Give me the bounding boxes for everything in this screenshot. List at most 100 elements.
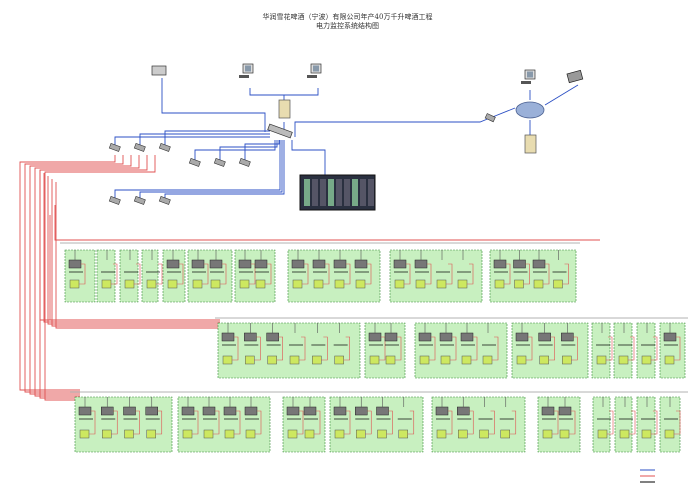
- switch-converter-link: [219, 140, 278, 165]
- router-icon: [515, 101, 545, 119]
- switchgear-panel-group: [329, 396, 424, 453]
- protection-relay-icon: [267, 355, 277, 365]
- protection-relay-icon: [355, 279, 366, 289]
- rs485-link: [446, 410, 453, 435]
- rs485-link: [674, 410, 681, 435]
- protection-relay-icon: [356, 429, 366, 439]
- rs485-link: [155, 410, 163, 435]
- power-meter-icon: [244, 332, 257, 342]
- protection-relay-icon: [553, 279, 563, 289]
- protection-relay-icon: [124, 279, 135, 289]
- rs485-link: [467, 410, 474, 435]
- rs485-link: [232, 336, 239, 361]
- rs485-link: [471, 336, 478, 361]
- plc-module: [336, 179, 342, 206]
- switch-converter-link: [194, 140, 276, 165]
- serial-converter-icon: [108, 143, 121, 152]
- rs485-bus: [51, 179, 220, 327]
- power-meter-icon: [78, 406, 92, 416]
- power-meter-icon: [286, 406, 300, 416]
- workstation-icon-screen: [313, 65, 319, 72]
- rs485-link: [111, 410, 118, 435]
- rs485-link: [562, 263, 569, 285]
- rs485-link: [386, 410, 393, 435]
- protection-relay-icon: [369, 355, 380, 365]
- rs485-link: [509, 410, 517, 435]
- protection-relay-icon: [440, 355, 451, 365]
- power-meter-icon: [538, 332, 551, 342]
- workstation-icon-keyboard: [239, 75, 249, 78]
- protection-relay-icon: [533, 279, 544, 289]
- rs485-link: [202, 263, 209, 285]
- rs485-link: [628, 336, 635, 361]
- protection-relay-icon: [664, 429, 675, 439]
- serial-converter-icon: [158, 143, 171, 152]
- switchgear-panel-group: [613, 322, 633, 379]
- power-meter-icon: [191, 259, 205, 269]
- rs485-link: [365, 410, 372, 435]
- switchgear-panel-group: [636, 396, 656, 453]
- power-meter-icon: [223, 406, 237, 416]
- rs485-link: [321, 336, 328, 361]
- switchgear-panel-group: [162, 249, 186, 303]
- rs485-link: [192, 410, 199, 435]
- rs485-link: [177, 263, 184, 285]
- power-meter-icon: [254, 259, 268, 269]
- protection-relay-icon: [436, 429, 447, 439]
- protection-relay-icon: [436, 279, 447, 289]
- protection-relay-icon: [461, 355, 472, 365]
- protection-relay-icon: [664, 355, 675, 365]
- rs485-link: [571, 336, 578, 361]
- diagram-subtitle: 电力监控系统结构图: [316, 22, 379, 30]
- protection-relay-icon: [182, 429, 193, 439]
- rs485-link: [365, 263, 372, 285]
- plc-module: [352, 179, 358, 206]
- protection-relay-icon: [479, 429, 489, 439]
- rs485-link: [446, 263, 453, 285]
- switchgear-panel-group: [287, 249, 381, 303]
- power-meter-icon: [515, 332, 529, 342]
- protection-relay-icon: [562, 355, 572, 365]
- switch-converter-link: [139, 140, 283, 203]
- rs485-link: [450, 336, 457, 361]
- power-meter-icon: [439, 332, 453, 342]
- protection-relay-icon: [210, 279, 221, 289]
- rs485-link: [89, 410, 96, 435]
- rs485-link: [407, 410, 415, 435]
- power-meter-icon: [181, 406, 195, 416]
- protection-relay-icon: [559, 429, 570, 439]
- rs485-link: [504, 263, 511, 285]
- rs485-link: [344, 410, 351, 435]
- rs485-link: [323, 263, 330, 285]
- power-meter-icon: [435, 406, 449, 416]
- rs485-link: [79, 263, 86, 285]
- protection-relay-icon: [596, 355, 607, 365]
- ethernet-switch-icon: [267, 123, 293, 139]
- protection-relay-icon: [304, 429, 315, 439]
- power-meter-icon: [123, 406, 136, 416]
- power-meter-icon: [393, 259, 407, 269]
- workstation-icon-screen: [245, 65, 251, 72]
- protection-relay-icon: [641, 429, 652, 439]
- switch-converter-link: [114, 140, 281, 203]
- switchgear-panel-group: [414, 322, 508, 379]
- rs485-bus: [54, 205, 600, 241]
- rs485-link: [607, 410, 614, 435]
- power-meter-icon: [166, 259, 180, 269]
- rs485-link: [651, 336, 658, 361]
- rs485-link: [276, 336, 283, 361]
- workstation-link: [249, 88, 319, 96]
- switchgear-panel-group: [74, 396, 173, 453]
- switchgear-panel-group: [592, 396, 611, 453]
- power-meter-icon: [541, 406, 555, 416]
- protection-relay-icon: [597, 429, 608, 439]
- rs485-link: [425, 263, 432, 285]
- engineer-pc-icon-keyboard: [521, 81, 531, 84]
- rs485-link: [467, 263, 474, 285]
- switchgear-panel-group: [64, 249, 96, 303]
- rs485-link: [213, 410, 220, 435]
- protection-relay-icon: [385, 355, 396, 365]
- plc-module: [360, 179, 366, 206]
- protection-relay-icon: [334, 279, 345, 289]
- switch-converter-link: [164, 140, 285, 203]
